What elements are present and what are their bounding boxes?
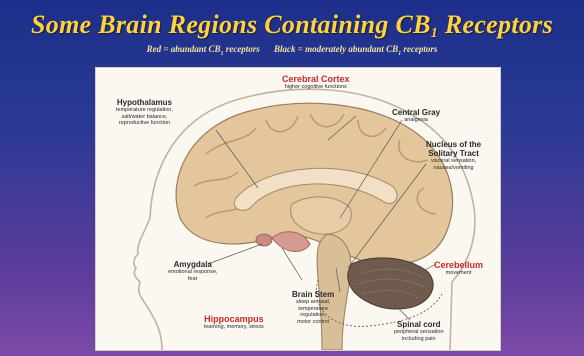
label-amygdala: Amygdala emotional response, fear (168, 260, 218, 282)
label-spinal-cord: Spinal cord peripheral sensation includi… (394, 320, 444, 342)
label-brain-stem: Brain Stem sleep arousal, temperature re… (292, 290, 334, 325)
label-hypothalamus: Hypothalamus temperature regulation, sal… (116, 98, 173, 127)
label-hippocampus: Hippocampus learning, memory, stress (204, 314, 264, 331)
legend-red: Red = abundant CB1 receptors (147, 44, 260, 54)
legend-black: Black = moderately abundant CB1 receptor… (274, 44, 437, 54)
legend-line: Red = abundant CB1 receptors Black = mod… (0, 44, 584, 57)
amygdala-shape (256, 234, 272, 246)
label-cerebral-cortex: Cerebral Cortex higher cognitive functio… (282, 74, 350, 91)
label-nucleus-solitary-tract: Nucleus of the Solitary Tract visceral s… (426, 140, 481, 171)
brain-diagram-panel: Cerebral Cortex higher cognitive functio… (96, 68, 500, 350)
slide-title: Some Brain Regions Containing CB1 Recept… (0, 10, 584, 42)
label-central-gray: Central Gray analgesia (392, 108, 440, 124)
label-cerebellum: Cerebellum movement (434, 260, 483, 277)
